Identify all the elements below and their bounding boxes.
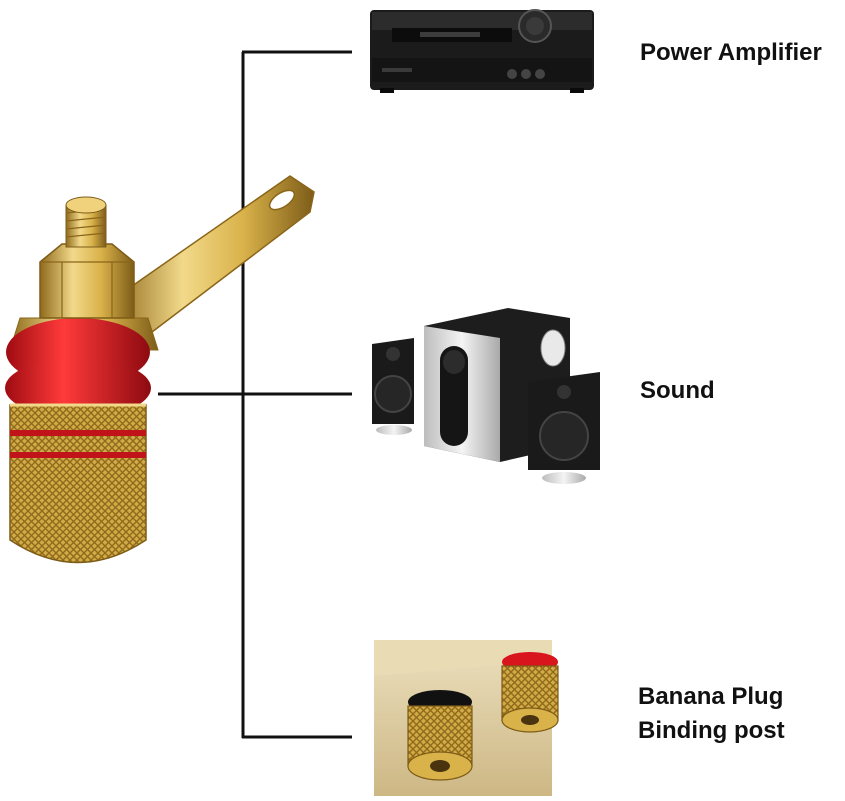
label-banana-line2: Binding post xyxy=(638,717,785,744)
label-sound: Sound xyxy=(640,377,715,404)
speakers-icon xyxy=(372,308,600,484)
label-banana-plug: Banana Plug Binding post xyxy=(638,680,785,748)
amplifier-icon xyxy=(370,9,594,93)
banana-panel-icon xyxy=(374,640,559,796)
binding-post-icon xyxy=(5,175,315,564)
label-banana-line1: Banana Plug xyxy=(638,683,784,710)
connector-lines xyxy=(158,50,352,739)
label-power-amplifier: Power Amplifier xyxy=(640,39,822,66)
